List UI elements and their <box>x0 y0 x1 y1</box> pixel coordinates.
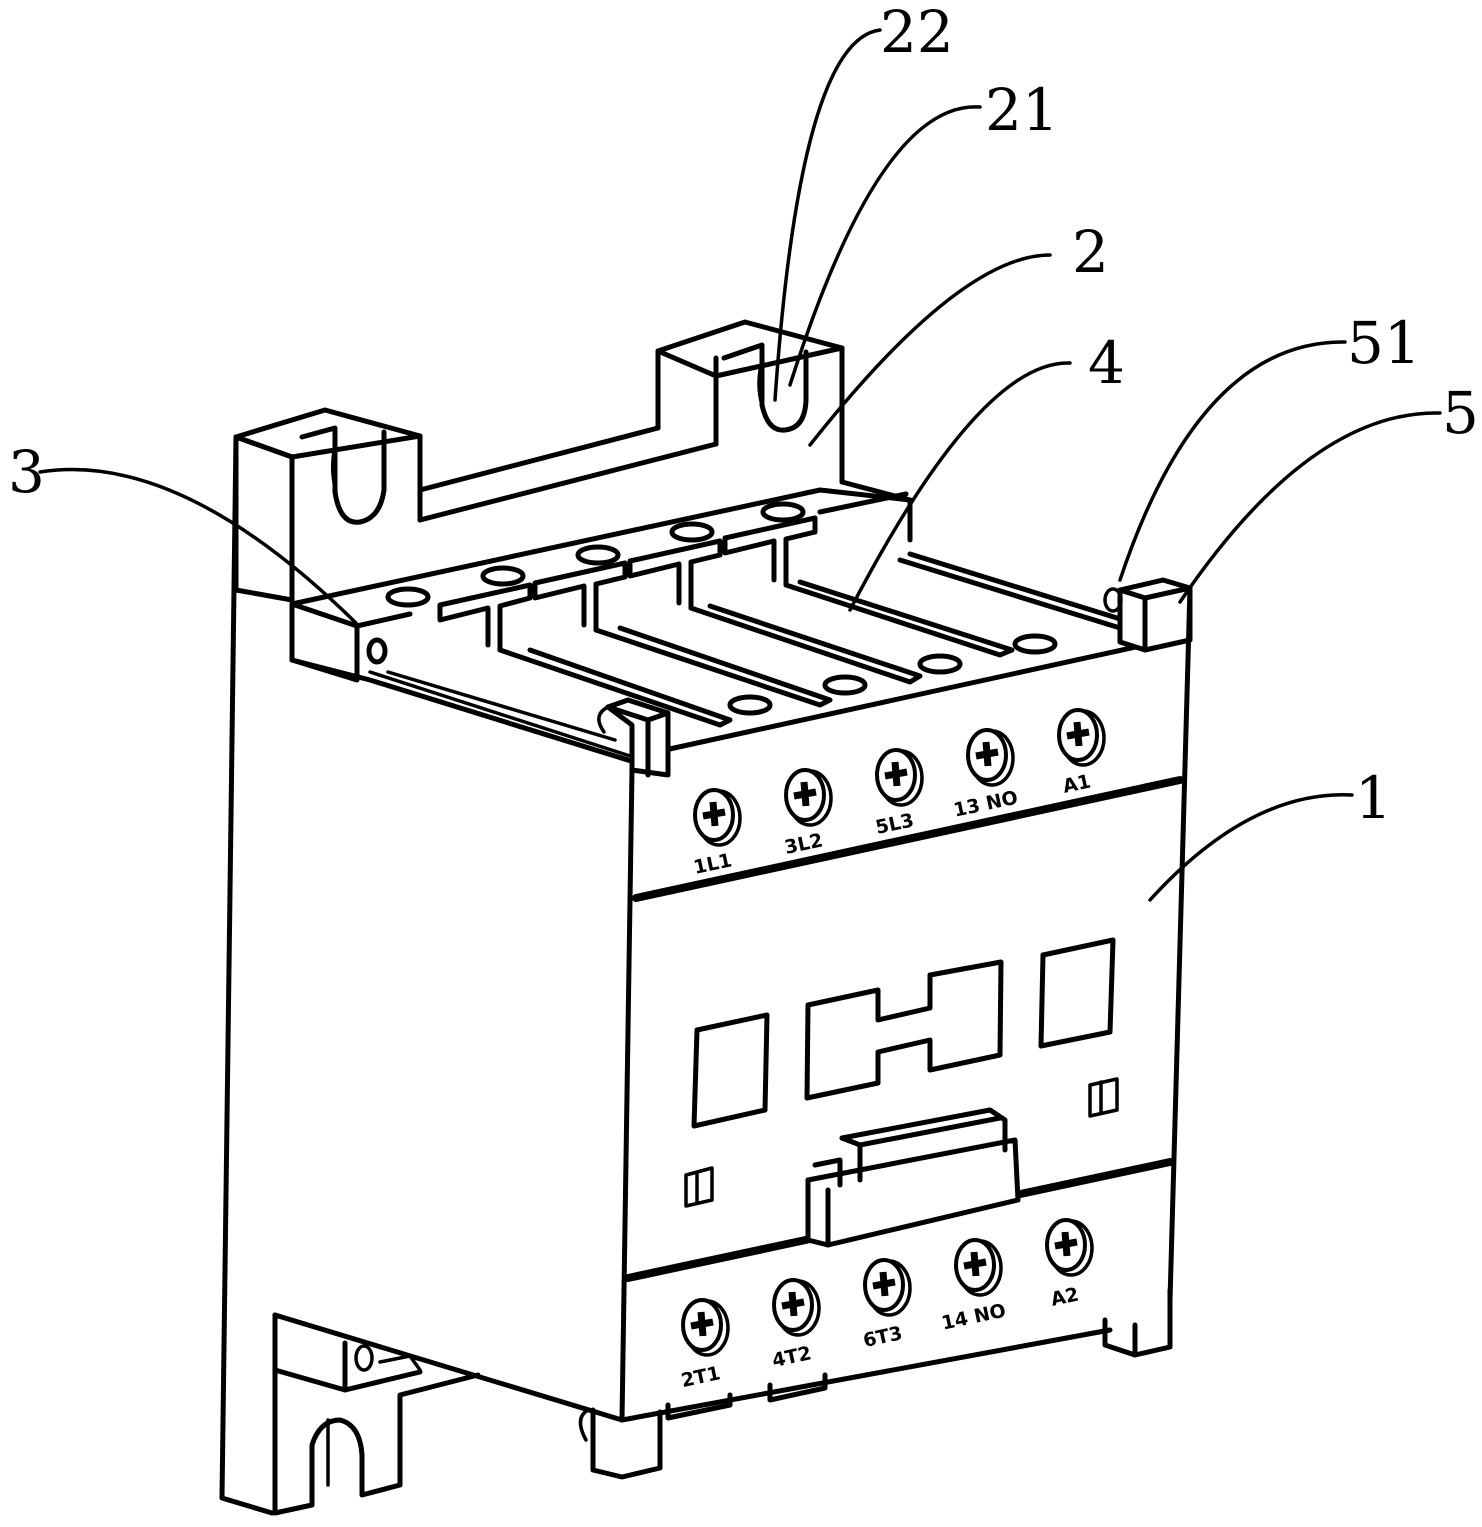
bottom-terminal-label: A2 <box>1049 1283 1081 1310</box>
top-terminal[interactable]: 1L1 <box>692 788 742 879</box>
ref-label-2: 2 <box>1072 218 1109 286</box>
bottom-terminal-label: 4T2 <box>770 1342 813 1372</box>
screw-cross-icon <box>879 1271 889 1297</box>
bottom-mounting-feet <box>272 1287 1173 1516</box>
window-left <box>691 1012 770 1129</box>
actuator-block <box>805 1107 1021 1248</box>
bottom-terminal-label: 2T1 <box>679 1362 722 1392</box>
top-terminal-label: 5L3 <box>874 809 916 839</box>
bottom-terminal-row: 2T1 4T2 6T3 14 NO A2 <box>679 1218 1094 1392</box>
deck-hole <box>1012 633 1058 655</box>
bottom-terminal[interactable]: 14 NO <box>940 1238 1008 1335</box>
window-right <box>1038 937 1116 1049</box>
small-slot-right <box>1088 1077 1119 1118</box>
top-terminal[interactable]: A1 <box>1057 708 1106 798</box>
ref-label-5: 5 <box>1442 379 1479 447</box>
leader-51 <box>1118 340 1347 582</box>
ref-label-1: 1 <box>1355 764 1392 832</box>
bottom-terminal-label: 6T3 <box>861 1322 904 1352</box>
terminal-dividers <box>385 491 909 653</box>
leader-5 <box>1178 411 1442 604</box>
leader-22 <box>773 28 882 402</box>
top-terminal[interactable]: 3L2 <box>783 768 833 859</box>
indicator-windows <box>684 937 1119 1208</box>
bottom-terminal[interactable]: 4T2 <box>770 1278 821 1372</box>
mounting-bracket <box>233 319 913 603</box>
leader-4 <box>848 361 1072 612</box>
screw-cross-icon <box>697 1311 707 1337</box>
guide-grooves <box>497 551 1133 728</box>
ref-label-3: 3 <box>8 438 45 506</box>
ref-label-21: 21 <box>985 76 1059 144</box>
bottom-terminal-label: 14 NO <box>940 1300 1008 1335</box>
screw-cross-icon <box>970 1251 980 1277</box>
bottom-terminal[interactable]: 6T3 <box>861 1258 912 1352</box>
ref-label-22: 22 <box>880 0 954 66</box>
screw-cross-icon <box>800 781 810 807</box>
screw-cross-icon <box>709 801 719 827</box>
side-post-rear <box>1103 577 1193 653</box>
screw-cross-icon <box>1073 721 1083 747</box>
top-terminal[interactable]: 5L3 <box>874 748 924 839</box>
deck-hole <box>727 694 773 716</box>
terminal-cover <box>289 487 1148 773</box>
leader-3 <box>38 467 358 625</box>
top-terminal-row: 1L1 3L2 5L3 13 NO A1 <box>692 708 1106 879</box>
leader-21 <box>788 105 982 387</box>
screw-cross-icon <box>1061 1231 1071 1257</box>
side-post-front <box>597 697 671 778</box>
small-slot-left <box>684 1166 714 1208</box>
bottom-terminal[interactable]: A2 <box>1045 1218 1094 1311</box>
screw-cross-icon <box>982 741 992 767</box>
top-terminal-label: A1 <box>1061 770 1093 797</box>
top-terminal[interactable]: 13 NO <box>952 728 1020 822</box>
window-center-h <box>804 959 1004 1101</box>
pin-hole <box>1103 587 1123 613</box>
deck-hole <box>917 653 963 675</box>
reference-labels: 22 21 2 4 51 5 3 1 <box>8 0 1479 832</box>
bottom-terminal[interactable]: 2T1 <box>679 1298 730 1392</box>
deck-hole <box>822 674 868 696</box>
screw-cross-icon <box>788 1291 798 1317</box>
screw-cross-icon <box>891 761 901 787</box>
ref-label-51: 51 <box>1347 309 1421 377</box>
ref-label-4: 4 <box>1088 329 1125 397</box>
leader-2 <box>808 253 1052 447</box>
leader-lines <box>38 28 1442 902</box>
leader-1 <box>1148 793 1354 902</box>
